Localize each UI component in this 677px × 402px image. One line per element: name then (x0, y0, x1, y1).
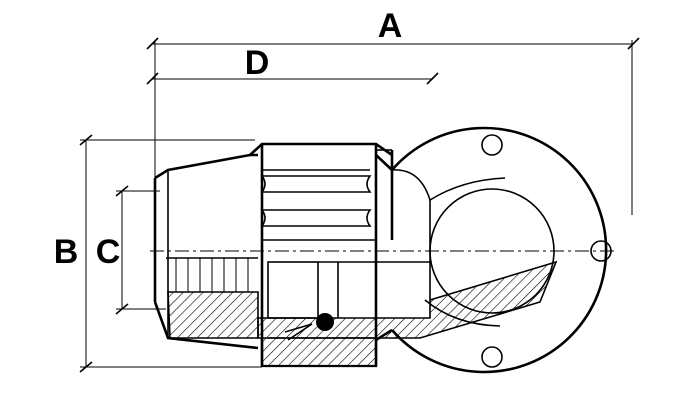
dimension-a: A (146, 7, 640, 215)
dimension-c: C (96, 185, 166, 315)
fitting-body-section (166, 257, 558, 368)
dimension-d: D (146, 40, 439, 178)
dimension-label-d: D (245, 44, 270, 82)
bolt-hole-bottom (481, 346, 503, 368)
dimension-label-a: A (378, 7, 403, 45)
dimension-label-b: B (54, 233, 79, 271)
dimension-label-c: C (96, 233, 121, 271)
fitting-body-outline (153, 142, 431, 366)
bolt-hole-top (481, 134, 503, 156)
o-ring (316, 313, 334, 331)
dimension-b: B (54, 134, 262, 373)
